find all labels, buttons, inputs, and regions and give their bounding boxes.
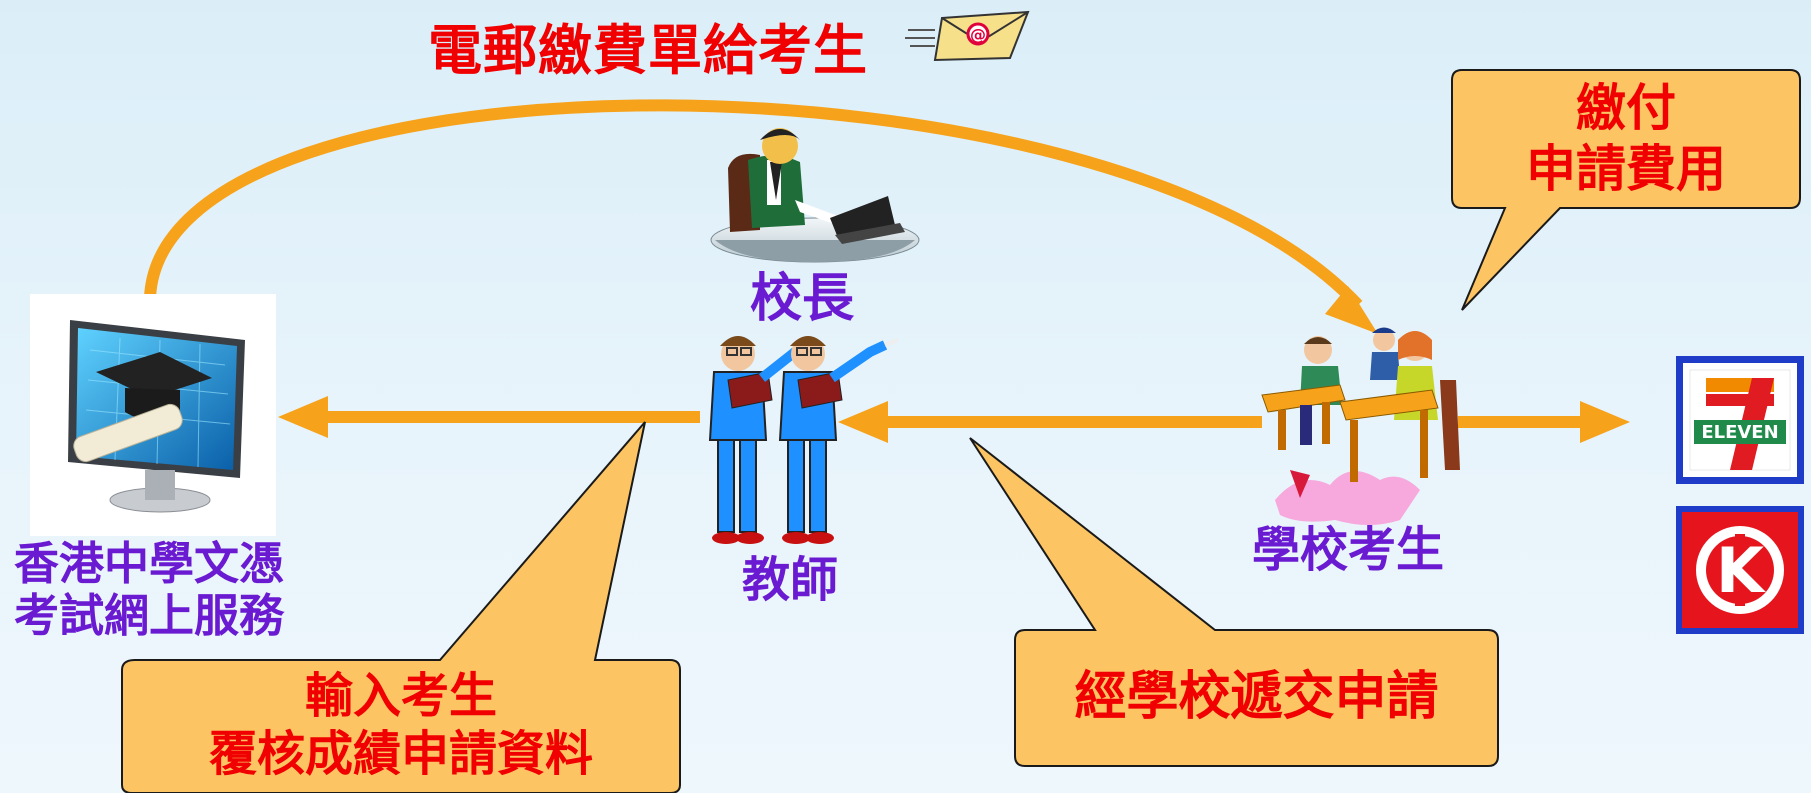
teacher-icon [708, 336, 899, 544]
email-bill-arrow [144, 99, 1363, 310]
circle-k-text: K [1716, 534, 1766, 607]
email-icon: @ [905, 10, 1030, 62]
submit-via-school-text: 經學校遞交申請 [1074, 667, 1439, 727]
hkdse-online-line1: 香港中學文憑 [14, 537, 285, 590]
computer-icon [30, 294, 276, 536]
svg-text:@: @ [970, 25, 986, 44]
circle-k-logo: K [1676, 506, 1804, 634]
students-to-teacher-arrowhead [838, 401, 888, 443]
hkdse-online-line2: 考試網上服務 [14, 588, 285, 642]
school-candidates-label: 學校考生 [1252, 522, 1445, 578]
teacher-to-system-arrowhead [278, 396, 328, 438]
hkdse-online-label: 香港中學文憑 考試網上服務 [14, 538, 284, 642]
principal-icon [710, 128, 920, 263]
diagram-title: 電郵繳費單給考生 [428, 19, 868, 82]
principal-label: 校長 [750, 269, 855, 329]
seven-eleven-logo: ELEVEN [1676, 356, 1804, 484]
email-bill-arrowhead [1325, 286, 1378, 334]
students-to-stores-arrowhead [1580, 401, 1630, 443]
pay-fee-callout [1451, 69, 1801, 311]
teacher-label: 教師 [742, 552, 839, 608]
pay-fee-text: 繳付 申請費用 [1452, 78, 1800, 200]
submit-via-school-callout [969, 437, 1499, 767]
input-data-line1: 輸入考生 [304, 668, 497, 724]
seven-eleven-text: ELEVEN [1701, 422, 1778, 443]
input-data-text: 輸入考生 覆核成績申請資料 [122, 668, 680, 783]
input-data-line2: 覆核成績申請資料 [208, 725, 593, 782]
pay-fee-line2: 申請費用 [1526, 140, 1726, 198]
students-icon [1261, 327, 1460, 525]
pay-fee-line1: 繳付 [1576, 79, 1676, 137]
